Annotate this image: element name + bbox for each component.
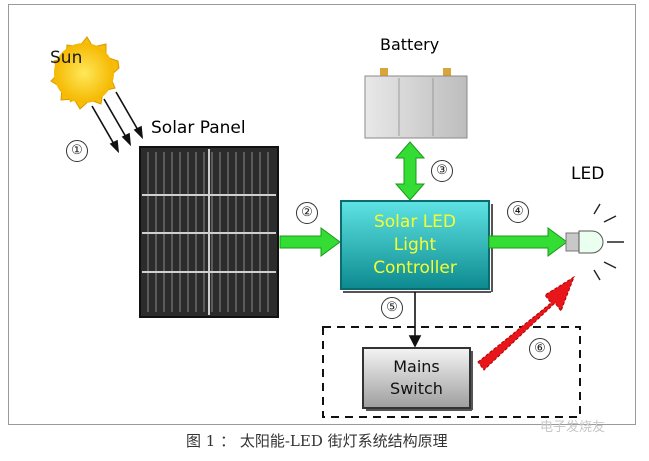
step-3-marker: ③ <box>431 160 453 182</box>
controller-box <box>340 200 493 293</box>
led-label: LED <box>571 164 605 184</box>
step-4-marker: ④ <box>507 201 529 223</box>
controller-switch-arrow <box>408 292 422 348</box>
sun-icon <box>50 36 120 110</box>
mains-switch-label-line-2: Switch <box>390 379 443 398</box>
controller-label-line-3: Controller <box>373 257 457 278</box>
solar-panel-icon <box>139 146 279 318</box>
watermark: 电子发烧友 <box>540 420 606 435</box>
led-icon <box>565 203 624 281</box>
controller-label-line-1: Solar LED <box>373 211 457 232</box>
step-5-marker: ⑤ <box>381 297 403 319</box>
mains-region <box>322 326 581 418</box>
controller-label-line-2: Light <box>393 234 437 255</box>
figure-caption: 图 1 ： 太阳能-LED 街灯系统结构原理 <box>186 432 448 450</box>
battery-label: Battery <box>380 35 440 54</box>
battery-icon <box>364 68 468 139</box>
mains-switch-label: Mains Switch <box>363 348 470 408</box>
battery-controller-arrow <box>394 141 426 201</box>
controller-label: Solar LED Light Controller <box>341 201 489 289</box>
controller-led-arrow <box>488 227 568 257</box>
mains-switch-label-line-1: Mains <box>393 357 440 376</box>
step-6-marker: ⑥ <box>529 338 551 360</box>
step-1-marker: ① <box>66 140 88 162</box>
sunlight-arrows <box>91 91 144 154</box>
mains-led-arrow <box>477 275 575 371</box>
sun-label: Sun <box>50 48 83 68</box>
mains-switch-box <box>362 347 473 411</box>
panel-controller-arrow <box>279 227 341 257</box>
solar-panel-label: Solar Panel <box>151 118 246 138</box>
step-2-marker: ② <box>296 202 318 224</box>
